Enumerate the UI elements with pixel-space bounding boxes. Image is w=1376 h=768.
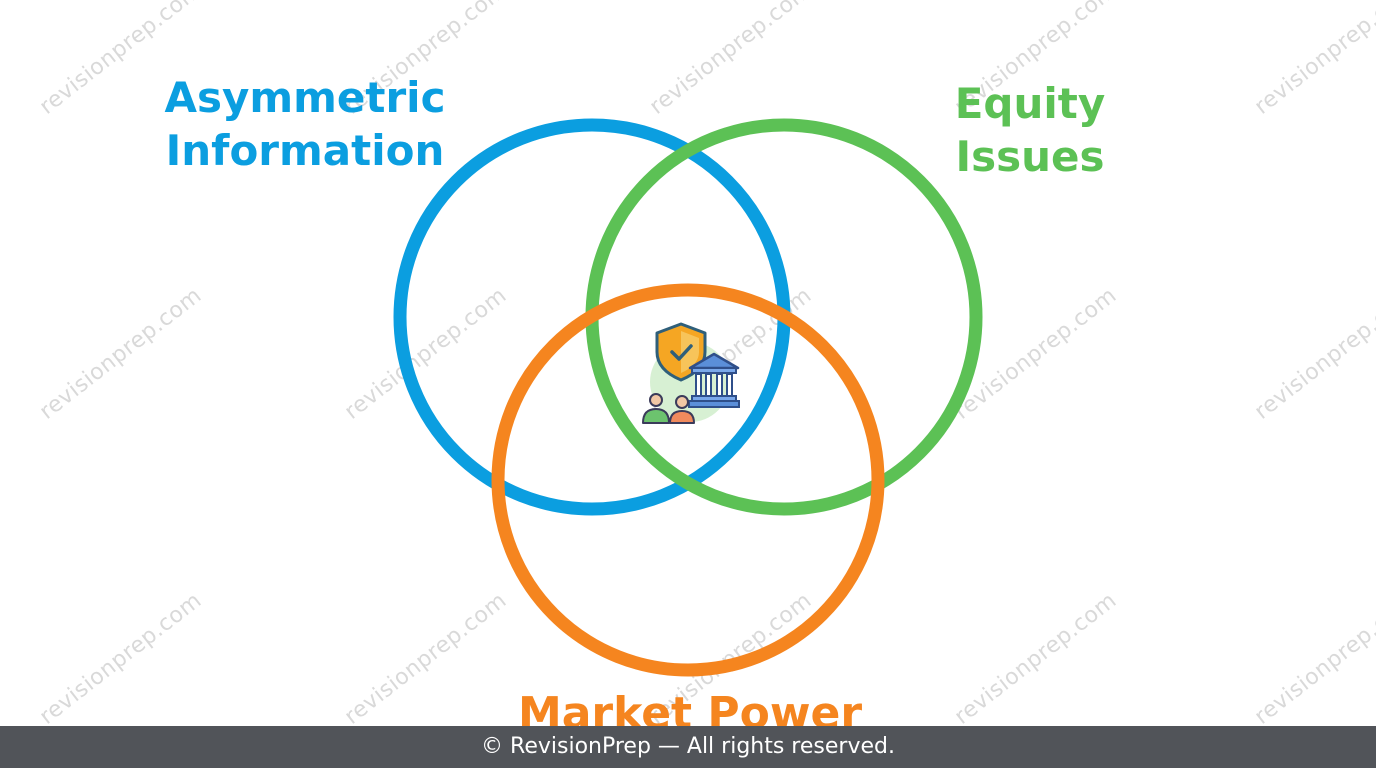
- shield-bank-people-icon: [642, 322, 740, 424]
- label-asymmetric-information-line2: Information: [165, 125, 445, 175]
- people-icon: [642, 393, 695, 424]
- copyright-text: © RevisionPrep — All rights reserved.: [481, 734, 895, 759]
- label-equity-issues-line1: Equity: [954, 79, 1106, 128]
- label-equity-issues: Equity Issues: [920, 78, 1140, 183]
- label-asymmetric-information-line1: Asymmetric: [164, 73, 446, 122]
- circle-market-power: [491, 283, 885, 677]
- label-equity-issues-line2: Issues: [955, 131, 1105, 181]
- label-asymmetric-information: Asymmetric Information: [150, 72, 460, 177]
- bank-building-icon: [688, 352, 740, 408]
- copyright-footer: © RevisionPrep — All rights reserved.: [0, 726, 1376, 768]
